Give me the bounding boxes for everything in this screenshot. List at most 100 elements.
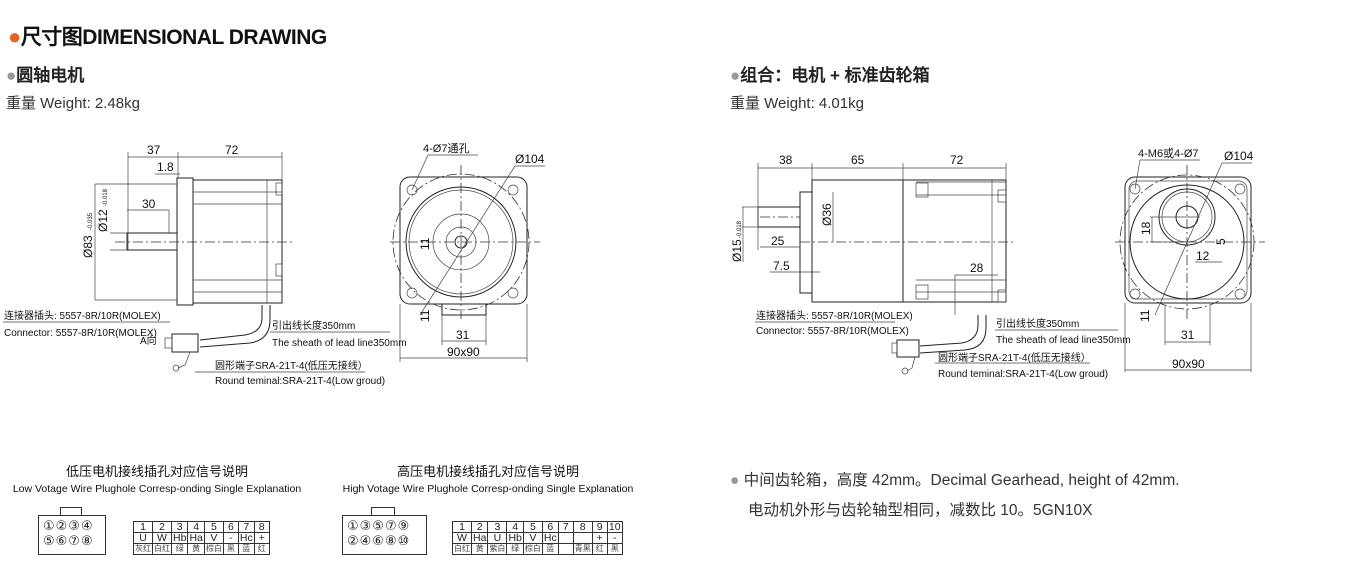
terminal-label-cn: 圆形端子SRA-21T-4(低压无接线） — [938, 351, 1091, 364]
table-cell: 灰红 — [133, 543, 153, 555]
lead-length-cn: 引出线长度350mm — [272, 319, 355, 332]
low-voltage-title-cn: 低压电机接线插孔对应信号说明 — [66, 464, 248, 479]
table-cell: V — [203, 532, 224, 544]
table-cell: 黑 — [606, 543, 623, 555]
plug-pins-top: ①③⑤⑦⑨ — [347, 518, 411, 533]
table-cell: W — [152, 532, 172, 544]
dim-11: 11 — [1138, 309, 1152, 322]
terminal-label-en: Round teminal:SRA-21T-4(Low groud) — [215, 376, 385, 387]
table-cell: 绿 — [506, 543, 524, 555]
table-cell: 5 — [522, 521, 543, 533]
dim-1-8: 1.8 — [157, 160, 174, 174]
wire-color-row: 白红黄紫白绿棕白蓝青黑红黑 — [452, 543, 623, 555]
table-cell: - — [222, 532, 239, 544]
dim-31: 31 — [1181, 328, 1195, 342]
table-cell: W — [452, 532, 472, 544]
dim-d104: Ø104 — [515, 152, 545, 166]
table-cell: 青黑 — [572, 543, 593, 555]
dim-d36: Ø36 — [820, 203, 834, 226]
section-title: ●尺寸图DIMENSIONAL DRAWING — [8, 21, 327, 51]
low-voltage-plug: ①②③④ ⑤⑥⑦⑧ — [38, 515, 106, 555]
table-cell: 紫白 — [487, 543, 508, 555]
wire-color-row: 灰红白红绿黄棕白黑蓝红 — [133, 543, 270, 555]
dim-65: 65 — [851, 153, 865, 167]
table-cell: 4 — [506, 521, 524, 533]
dim-11-shaft: 11 — [418, 237, 432, 250]
table-cell: 10 — [606, 521, 623, 533]
plug-pins-bottom: ⑤⑥⑦⑧ — [43, 533, 94, 548]
right-subtitle-text: 组合：电机 + 标准齿轮箱 — [740, 66, 930, 85]
gearbox-motor-front-view: 4-M6或4-Ø7 Ø104 18 5 12 11 31 90x90 — [1115, 147, 1265, 372]
plug-pins-bottom: ②④⑥⑧⑩ — [347, 533, 411, 548]
dim-d15-tol: -0.018 — [737, 220, 743, 238]
dim-hole: 4-Ø7通孔 — [423, 142, 469, 155]
table-cell: 8 — [253, 521, 270, 533]
lead-length-cn: 引出线长度350mm — [996, 317, 1079, 330]
dim-37: 37 — [147, 143, 161, 157]
table-cell: Hb — [170, 532, 189, 544]
table-cell: 5 — [203, 521, 224, 533]
table-cell: Hc — [541, 532, 559, 544]
left-weight: 重量 Weight: 2.48kg — [6, 95, 140, 112]
dim-31: 31 — [456, 328, 470, 342]
gray-bullet-icon: ● — [730, 66, 741, 85]
dim-d83: Ø83 — [81, 235, 95, 258]
table-cell: - — [606, 532, 623, 544]
left-motor-side-view: 37 72 1.8 30 Ø83 -0.035 Ø12 -0.018 连接器插头… — [3, 143, 407, 387]
dim-28: 28 — [970, 261, 984, 275]
dim-38: 38 — [779, 153, 793, 167]
dim-72: 72 — [950, 153, 964, 167]
left-motor-front-view: 4-Ø7通孔 Ø104 11 11 31 90x90 — [390, 142, 545, 362]
dim-90x90: 90x90 — [447, 345, 480, 359]
table-cell — [557, 543, 574, 555]
table-cell — [572, 532, 593, 544]
gearhead-note: ● 中间齿轮箱，高度 42mm。Decimal Gearhead, height… — [730, 468, 1180, 490]
table-cell: 蓝 — [541, 543, 559, 555]
dim-25: 25 — [771, 234, 785, 248]
table-cell — [557, 532, 574, 544]
table-cell: 7 — [557, 521, 574, 533]
connector-label-en: Connector: 5557-8R/10R(MOLEX) — [4, 328, 157, 339]
connector-label-en: Connector: 5557-8R/10R(MOLEX) — [756, 326, 909, 337]
table-cell: Hb — [506, 532, 524, 544]
dim-d12: Ø12 — [96, 209, 110, 232]
left-subtitle-text: 圆轴电机 — [16, 66, 85, 85]
table-cell: 黑 — [222, 543, 239, 555]
dim-11: 11 — [418, 309, 432, 322]
left-subtitle: ●圆轴电机 — [6, 61, 84, 86]
connector-label-cn: 连接器插头: 5557-8R/10R(MOLEX) — [4, 309, 161, 322]
dim-72: 72 — [225, 143, 239, 157]
table-cell: 黄 — [470, 543, 489, 555]
terminal-label-cn: 圆形端子SRA-21T-4(低压无接线） — [215, 359, 368, 372]
high-voltage-plug: ①③⑤⑦⑨ ②④⑥⑧⑩ — [342, 515, 427, 555]
table-cell: U — [487, 532, 508, 544]
dim-d12-tol: -0.018 — [103, 188, 109, 206]
table-cell: 黄 — [187, 543, 205, 555]
gray-bullet-icon: ● — [6, 66, 17, 85]
right-subtitle: ●组合：电机 + 标准齿轮箱 — [730, 61, 930, 86]
table-cell: 棕白 — [522, 543, 543, 555]
table-cell: Ha — [470, 532, 489, 544]
dim-30: 30 — [142, 197, 156, 211]
table-cell: 绿 — [170, 543, 189, 555]
table-cell: Ha — [187, 532, 205, 544]
low-voltage-title-en: Low Votage Wire Plughole Corresp-onding … — [13, 483, 302, 495]
right-weight: 重量 Weight: 4.01kg — [730, 95, 864, 112]
table-cell: + — [591, 532, 608, 544]
lead-length-en: The sheath of lead line350mm — [996, 335, 1131, 346]
table-cell: 红 — [253, 543, 270, 555]
plug-latch — [371, 507, 395, 517]
table-cell: 3 — [487, 521, 508, 533]
high-voltage-title-en: High Votage Wire Plughole Corresp-onding… — [343, 483, 634, 495]
table-cell: 蓝 — [237, 543, 255, 555]
table-cell: 3 — [170, 521, 189, 533]
gray-bullet-icon: ● — [730, 472, 740, 489]
table-cell: 4 — [187, 521, 205, 533]
